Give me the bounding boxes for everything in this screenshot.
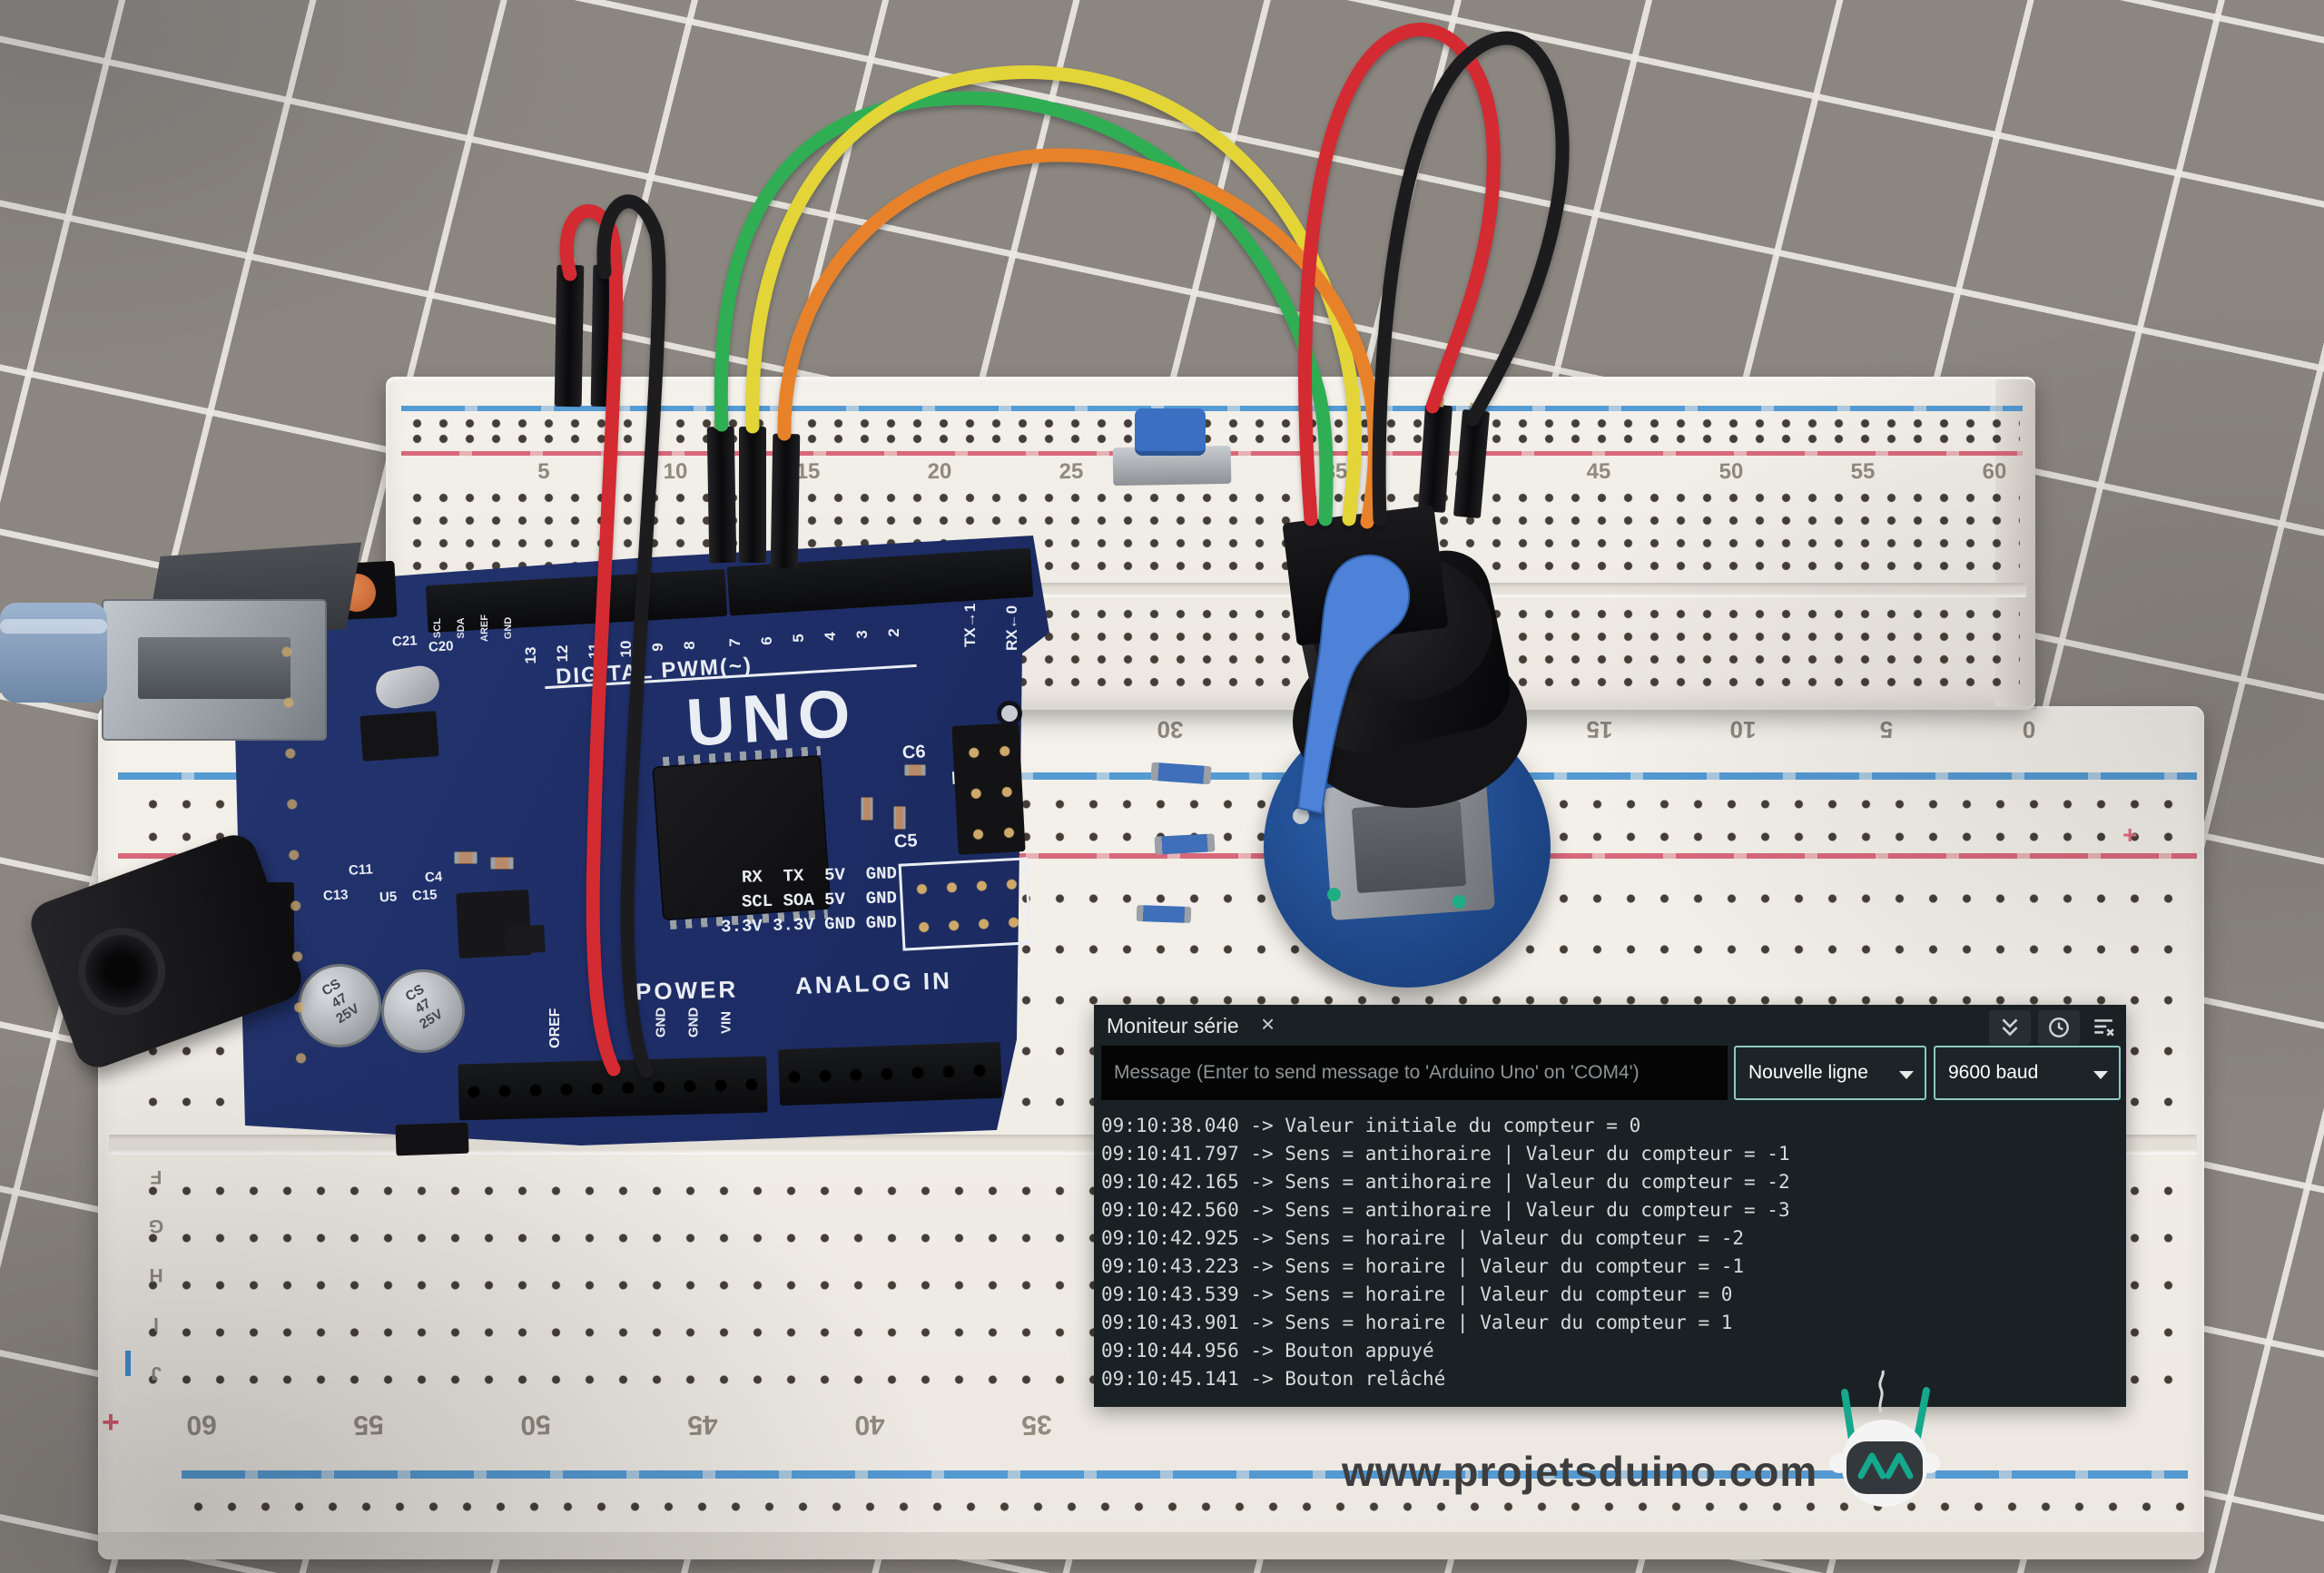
rx0-pin-label: RX←0 xyxy=(1003,605,1020,651)
timestamp-icon[interactable] xyxy=(2038,1010,2080,1045)
smd-capacitor xyxy=(904,764,926,776)
jumper-housing-red-left xyxy=(554,264,585,408)
usb-interface-chip xyxy=(359,711,439,762)
serial-log-line: 09:10:44.956 -> Bouton appuyé xyxy=(1101,1340,1434,1362)
rail-holes-top xyxy=(404,416,2020,447)
serial-log-line: 09:10:43.539 -> Sens = horaire | Valeur … xyxy=(1101,1283,1733,1305)
smd-resistor xyxy=(490,857,514,870)
solder-pads xyxy=(905,864,1027,946)
serial-log-line: 09:10:41.797 -> Sens = antihoraire | Val… xyxy=(1101,1143,1790,1165)
c13-ref-label: C13 xyxy=(322,887,349,904)
mounting-hole xyxy=(997,701,1022,726)
serial-log-line: 09:10:45.141 -> Bouton relâché xyxy=(1101,1368,1446,1390)
c4-ref-label: C4 xyxy=(424,869,443,886)
ioref-pin-label: OREF xyxy=(547,1008,563,1048)
encoder-pin-green-right xyxy=(1452,895,1466,909)
tx1-pin-label: TX→1 xyxy=(961,603,979,647)
encoder-connector xyxy=(1282,505,1449,646)
watermark-url: www.projetsduino.com xyxy=(1342,1448,1818,1495)
serial-log-line: 09:10:43.901 -> Sens = horaire | Valeur … xyxy=(1101,1312,1733,1333)
power-section-label: POWER xyxy=(635,975,739,1006)
usb-connector-slot xyxy=(138,637,290,699)
chevron-down-icon xyxy=(1899,1071,1914,1079)
u5-chip xyxy=(504,924,546,955)
line-ending-value: Nouvelle ligne xyxy=(1748,1062,1868,1083)
c11-ref-label: C11 xyxy=(348,861,374,879)
c21-ref-label: C21 xyxy=(391,633,418,650)
serial-log-line: 09:10:43.223 -> Sens = horaire | Valeur … xyxy=(1101,1255,1745,1277)
power-header xyxy=(458,1056,768,1121)
jumper-housing-yellow xyxy=(739,419,766,563)
smd-resistor xyxy=(861,797,873,821)
robot-logo xyxy=(1829,1370,1940,1507)
baud-rate-value: 9600 baud xyxy=(1948,1062,2039,1083)
encoder-pin-green-left xyxy=(1327,888,1341,901)
jumper-housing-orange xyxy=(770,433,801,569)
serial-log-line: 09:10:42.165 -> Sens = antihoraire | Val… xyxy=(1101,1171,1790,1193)
u5-ref-label: U5 xyxy=(379,889,398,906)
rail-plus-mark-mid: + xyxy=(2122,821,2138,849)
clear-output-icon[interactable] xyxy=(2085,1010,2122,1045)
smd-resistor xyxy=(454,851,478,864)
tactile-switch-cap[interactable] xyxy=(1135,408,1206,456)
serial-log-output[interactable]: 09:10:38.040 -> Valeur initiale du compt… xyxy=(1101,1112,2118,1401)
rail-red-mid xyxy=(118,853,2197,859)
icsp-pins xyxy=(957,730,1022,850)
serial-monitor-title: Moniteur série xyxy=(1107,1014,1239,1037)
m7-diode xyxy=(395,1122,469,1156)
encoder-screw-left xyxy=(1293,808,1309,824)
serial-log-line: 09:10:38.040 -> Valeur initiale du compt… xyxy=(1101,1115,1641,1136)
smd-resistor xyxy=(893,806,906,830)
scroll-to-bottom-icon[interactable] xyxy=(1989,1010,2031,1045)
breadboard-lower-bottom-edge xyxy=(98,1532,2204,1559)
rail-blue-bottom xyxy=(182,1470,2188,1479)
serial-message-input[interactable] xyxy=(1101,1046,1728,1100)
uno-model-label: UNO xyxy=(684,674,860,761)
rail-holes-bottom xyxy=(182,1493,2188,1529)
c15-ref-label: C15 xyxy=(411,887,438,904)
analog-header xyxy=(777,1041,1003,1106)
smd-component-blue xyxy=(1154,833,1216,855)
rail-minus-mark-left xyxy=(125,1351,131,1376)
encoder-metal-detail xyxy=(1351,800,1467,894)
close-icon[interactable]: × xyxy=(1261,1010,1275,1037)
smd-component-blue xyxy=(1136,904,1192,924)
rail-plus-mark-left: + xyxy=(102,1405,120,1440)
chevron-down-icon xyxy=(2093,1071,2108,1079)
usb-cable-highlight xyxy=(0,619,107,634)
analog-in-section-label: ANALOG IN xyxy=(794,966,953,1000)
jumper-housing-green xyxy=(706,426,737,564)
c6-ref-label: C6 xyxy=(901,742,927,763)
serial-monitor-panel: Moniteur série × Nouvelle ligne 9600 bau… xyxy=(1094,1005,2126,1407)
serial-log-line: 09:10:42.925 -> Sens = horaire | Valeur … xyxy=(1101,1227,1745,1249)
c5-ref-label: C5 xyxy=(893,831,919,852)
rail-blue-top xyxy=(401,406,2023,411)
line-ending-dropdown[interactable]: Nouvelle ligne xyxy=(1734,1046,1926,1100)
jumper-housing-black-left xyxy=(590,264,621,408)
c20-ref-label: C20 xyxy=(428,638,454,655)
baud-rate-dropdown[interactable]: 9600 baud xyxy=(1934,1046,2121,1100)
usb-cable xyxy=(0,603,107,703)
serial-log-line: 09:10:42.560 -> Sens = antihoraire | Val… xyxy=(1101,1199,1790,1221)
